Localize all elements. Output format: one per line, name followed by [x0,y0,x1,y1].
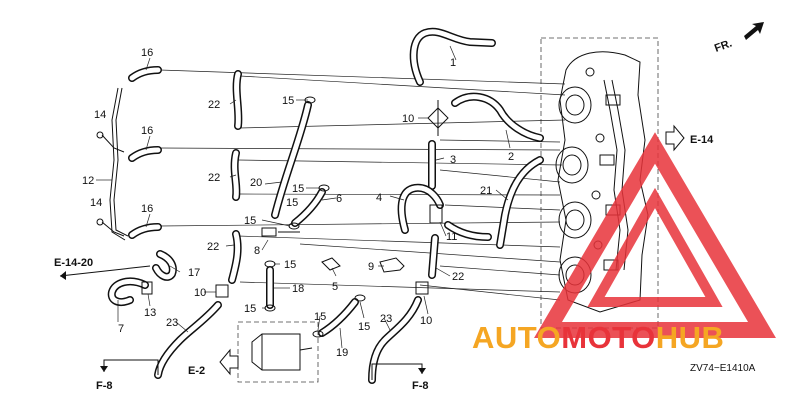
clamp-9 [379,257,405,273]
callout-23-right: 23 [380,313,392,325]
e2-arrow-icon [219,348,239,376]
reference-arrows [59,22,764,380]
callout-15-h: 15 [358,321,370,333]
callout-20: 20 [250,177,262,189]
callout-21: 21 [480,185,492,197]
f8-left-label: F-8 [96,380,113,392]
callout-15-a: 15 [282,95,294,107]
callout-14-top: 14 [94,109,106,121]
callout-22-low: 22 [207,241,219,253]
callout-15-b: 15 [292,183,304,195]
callout-5: 5 [332,281,338,293]
callout-15-d: 15 [244,215,256,227]
callout-3: 3 [450,154,456,166]
callout-19: 19 [336,347,348,359]
callout-4: 4 [376,192,382,204]
callout-15-g: 15 [314,311,326,323]
callout-7: 7 [118,323,124,335]
joint-10-right [415,281,429,295]
callout-16-mid: 16 [141,125,153,137]
callout-15-e: 15 [284,259,296,271]
callout-16-top: 16 [141,47,153,59]
injector-1 [605,94,621,106]
canister-boundary [237,321,319,383]
e14-20-label: E-14-20 [54,257,93,269]
e2-label: E-2 [188,365,205,377]
bolt-14-top [96,131,104,139]
callout-12: 12 [82,175,94,187]
callout-10-left: 10 [194,287,206,299]
joint-10-top [427,107,449,129]
warning-triangle-icon [534,132,776,338]
watermark-wordmark: AUTOMOTOHUB [472,320,724,355]
watermark-part-auto: AUTO [472,320,561,355]
callout-22-mid: 22 [208,172,220,184]
forward-arrow-icon [744,22,764,40]
watermark-part-hub: HUB [656,320,725,355]
callout-22-right: 22 [452,271,464,283]
watermark-part-moto: MOTO [561,320,655,355]
f8-left-arrow-icon [100,366,108,372]
callout-leaders [96,45,511,349]
routing-lines [159,69,566,301]
callout-13: 13 [144,307,156,319]
injector-2 [599,154,615,166]
joint-10-left [215,284,229,298]
callout-15-f: 15 [244,303,256,315]
callout-23-left: 23 [166,317,178,329]
callout-10-top: 10 [402,113,414,125]
callout-8: 8 [254,245,260,257]
throttle-body-1 [558,86,592,124]
callout-11: 11 [446,231,457,243]
drawing-code: ZV74−E1410A [690,363,756,374]
callout-16-low: 16 [141,203,153,215]
canister [237,321,319,383]
callout-15-c: 15 [286,197,298,209]
clip-15-f [354,294,366,302]
callout-10-right: 10 [420,315,432,327]
callout-14-low: 14 [90,197,102,209]
fr-label: FR. [713,37,734,54]
hoses [107,27,544,384]
part-callouts: 16 16 16 14 14 12 22 22 22 22 15 15 15 1… [82,47,514,359]
watermark-triangle [534,132,776,338]
callout-1: 1 [450,57,456,69]
joint-8 [261,227,277,237]
f8-right-label: F-8 [412,380,429,392]
e14-arrow-icon [665,124,685,152]
joint-11 [429,204,443,224]
reference-labels: FR. E-14 E-14-20 E-2 F-8 F-8 ZV74−E1410A [54,37,756,392]
bolt-14-low [96,218,104,226]
e14-label: E-14 [690,134,714,146]
filter-13 [141,281,153,295]
callout-17: 17 [188,267,200,279]
e14-20-arrow-icon [60,271,66,280]
f8-right-arrow-icon [418,368,426,374]
callout-9: 9 [368,261,374,273]
clamp-5 [321,257,341,271]
callout-18: 18 [292,283,304,295]
callout-6: 6 [336,193,342,205]
throttle-body-3 [558,201,592,239]
callout-2: 2 [508,151,514,163]
callout-22-top: 22 [208,99,220,111]
